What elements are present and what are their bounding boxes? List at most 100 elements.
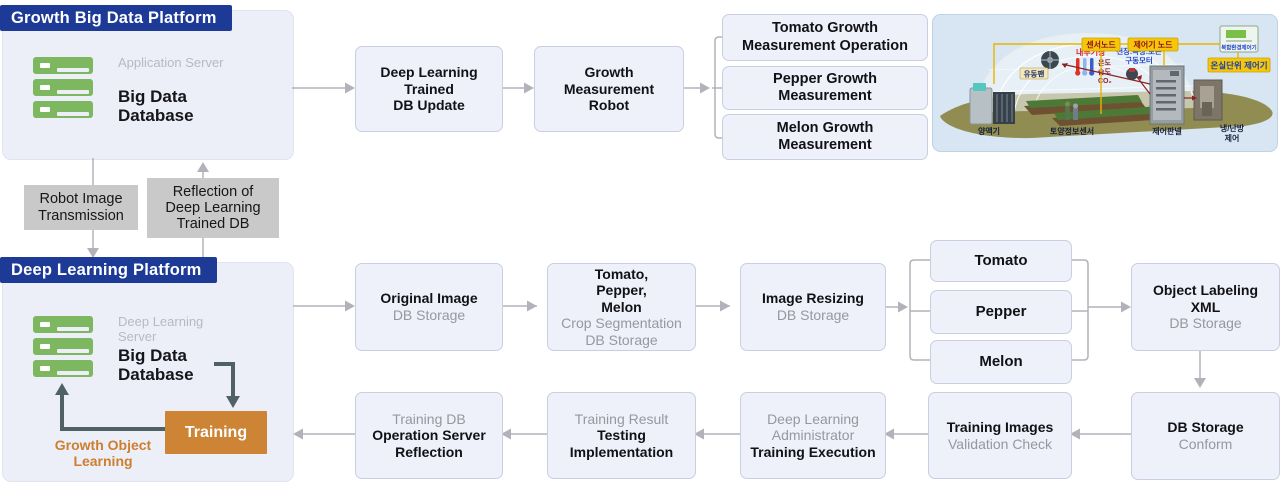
bracket-stack-left [909,259,930,361]
bracket-top-outputs [714,36,722,139]
text-line: Robot Image [39,191,123,208]
server-unit [33,360,93,377]
text-line: Training Images [946,418,1054,435]
complex-controller-label: 복합환경제어기 [1221,44,1256,52]
co2-label: CO₂ [1098,78,1112,85]
stack-label: Melon [979,353,1023,371]
arrow-db-to-training [214,362,235,397]
text-line: Operation Server [372,427,486,444]
text-line: DB Update [393,97,465,114]
growth-platform-panel [2,10,294,160]
ground-captions: 양액기 토양정보센서 제어판넬 냉/난방 제어 [978,123,1245,143]
greenhouse-illustration: 유동팬 온도 습도 CO₂ 내부기상 천장.측창.보온 구동모터 [932,14,1278,152]
server-icon [33,57,93,123]
nutrient-machine [969,83,1015,125]
deep-learning-server-label: Deep Learning Server [118,314,204,345]
text-line: Measurement Operation [742,37,908,54]
text-line: Implementation [569,443,674,460]
server-unit [33,57,93,74]
loop-label-line: Learning [73,453,133,470]
box-stack-melon: Melon [930,340,1072,384]
server-unit [33,316,93,333]
control-arrow-heads [1062,63,1197,101]
text-line: XML [1190,298,1221,315]
server-unit [33,338,93,355]
text-line: Testing [597,427,646,444]
text-line: Melon Growth [776,119,874,136]
drive-motor-icon [1126,68,1138,80]
unit-controller-label-bg [1207,57,1271,73]
text-line: Conform [1178,436,1233,452]
text-line: Training Result [574,410,669,427]
stack-label: Tomato [974,252,1028,270]
text-line: Tomato Growth [771,20,879,37]
text-line: Measurement [778,137,872,153]
box-stack-pepper: Pepper [930,290,1072,334]
humidity-label: 습도 [1098,67,1111,76]
text-line: Melon [601,298,642,315]
text-line: DB Storage [1167,419,1244,436]
bigdata-database-label: Big Data Database [118,346,194,385]
bigdata-database-label: Big Data Database [118,87,194,126]
text-line: Reflection [395,443,463,460]
unit-controller-device [1219,25,1259,53]
loop-label-line: Growth Object [54,437,152,453]
text-line: Pepper, [596,282,647,299]
cooling-heating-label-1: 냉/난방 [1220,123,1245,133]
text-line: Tomato, [594,265,649,282]
text-line: Administrator [771,427,855,444]
text-line: Trained [404,80,454,97]
text-line: Measurement [563,80,655,97]
cooling-heating-photo [1193,79,1223,121]
text-line: Validation Check [947,435,1053,452]
growth-object-learning-label: Growth Object Learning [38,437,168,469]
arrow-training-to-server [60,394,165,431]
cooling-heating-label-2: 제어 [1225,133,1240,143]
text-line: Training Execution [750,443,876,460]
training-box: Training [165,411,267,454]
temperature-label: 온도 [1098,58,1111,67]
controller-node-label: 제어기 노드 [1133,40,1173,50]
sensor-connector-lines [993,43,1239,114]
application-server-label: Application Server [118,55,224,70]
text-line: Crop Segmentation [561,315,682,332]
text-line: Deep Learning [165,199,261,216]
drive-motor-label-2: 구동모터 [1125,55,1153,65]
text-line: Training DB [392,410,466,427]
text-line: DB Storage [585,331,658,348]
text-line: Image Resizing [762,290,864,307]
control-panel-cabinet [1149,65,1185,125]
text-line: Transmission [38,207,124,224]
sensor-node-label: 센서노드 [1086,40,1116,50]
text-line: Robot [588,97,630,114]
deep-learning-platform-header: Deep Learning Platform [0,257,217,283]
text-line: Deep Learning [767,410,859,427]
nutrient-machine-label: 양액기 [978,126,1000,136]
text-line: Growth [584,64,634,81]
circulation-fan-label: 유동팬 [1024,69,1045,79]
sensor-node-label-bg [1081,37,1121,52]
stack-label: Pepper [975,303,1027,321]
text-line: Trained DB [176,216,250,233]
server-unit [33,101,93,118]
text-line: Measurement [778,88,872,104]
controller-node-label-bg [1127,37,1179,52]
internal-weather-label: 내부기상 [1076,47,1106,57]
control-panel-label: 제어판넬 [1152,126,1181,136]
